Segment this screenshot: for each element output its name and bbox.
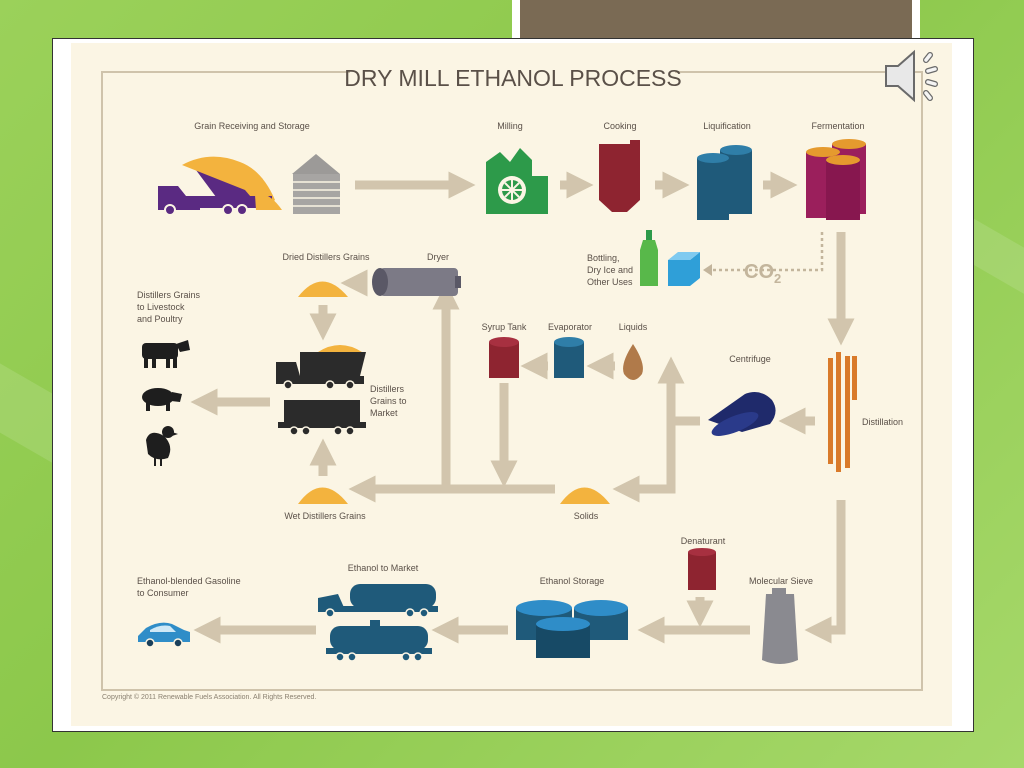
slide-header-tab — [512, 0, 920, 44]
label-syrup-tank: Syrup Tank — [482, 322, 527, 332]
label-ethanol-storage: Ethanol Storage — [540, 576, 605, 586]
co2-arrowhead — [703, 264, 712, 276]
liquification-tanks-icon — [697, 145, 752, 220]
slide-header-bar — [520, 0, 912, 38]
pig-icon — [142, 388, 182, 411]
grain-silo-icon — [292, 154, 340, 214]
label-livestock-3: and Poultry — [137, 314, 183, 324]
label-livestock-2: to Livestock — [137, 302, 185, 312]
label-liquids: Liquids — [619, 322, 648, 332]
dry-ice-icon — [668, 252, 700, 286]
label-dryer: Dryer — [427, 252, 449, 262]
label-consumer-1: Ethanol-blended Gasoline — [137, 576, 241, 586]
label-molecular-sieve: Molecular Sieve — [749, 576, 813, 586]
label-consumer-2: to Consumer — [137, 588, 189, 598]
cooker-icon — [599, 140, 640, 212]
label-market-1: Distillers — [370, 384, 405, 394]
process-poster: DRY MILL ETHANOL PROCESS — [71, 43, 952, 726]
label-co2: CO2 — [744, 261, 781, 286]
label-wet-grains: Wet Distillers Grains — [284, 511, 366, 521]
tanker-truck-icon — [318, 584, 438, 618]
label-milling: Milling — [497, 121, 523, 131]
label-dried-grains: Dried Distillers Grains — [282, 252, 370, 262]
dryer-drum-icon — [372, 268, 461, 296]
car-icon — [138, 622, 190, 648]
arrow-centrifuge-split — [657, 356, 700, 426]
liquid-drop-icon — [623, 344, 643, 380]
chicken-icon — [146, 426, 178, 466]
rail-car-icon — [278, 400, 366, 436]
co2-dotted-arrow — [712, 232, 824, 272]
label-fermentation: Fermentation — [811, 121, 864, 131]
label-grain-receiving: Grain Receiving and Storage — [194, 121, 310, 131]
poster-frame — [101, 71, 923, 691]
fermentation-tanks-icon — [806, 139, 866, 220]
diagram-title: DRY MILL ETHANOL PROCESS — [344, 65, 681, 91]
bottle-icon — [640, 230, 658, 286]
syrup-tank-icon — [489, 337, 519, 378]
label-bottling-1: Bottling, — [587, 253, 620, 263]
flow-arrows — [190, 171, 855, 644]
label-livestock-1: Distillers Grains — [137, 290, 201, 300]
arrow-distillation-sieve — [804, 500, 846, 644]
label-market-2: Grains to — [370, 396, 407, 406]
evaporator-icon — [554, 337, 584, 378]
molecular-sieve-icon — [762, 588, 798, 664]
dried-grain-pile-icon — [298, 281, 348, 297]
mill-icon — [486, 148, 548, 214]
distillation-columns-icon — [828, 352, 857, 472]
wet-grain-pile-icon — [298, 487, 348, 504]
arrow-centrifuge-solids — [612, 421, 676, 503]
grain-truck-icon — [276, 345, 366, 390]
label-market-3: Market — [370, 408, 398, 418]
cow-icon — [142, 340, 190, 368]
copyright-notice: Copyright © 2011 Renewable Fuels Associa… — [102, 693, 316, 701]
label-bottling-2: Dry Ice and — [587, 265, 633, 275]
label-denaturant: Denaturant — [681, 536, 726, 546]
centrifuge-icon — [708, 392, 776, 436]
solids-pile-icon — [560, 487, 610, 504]
ethanol-storage-tanks-icon — [516, 600, 628, 658]
speaker-icon[interactable] — [880, 42, 950, 110]
label-distillation: Distillation — [862, 417, 903, 427]
dump-truck-icon — [158, 156, 282, 216]
denaturant-tank-icon — [688, 548, 716, 590]
label-bottling-3: Other Uses — [587, 277, 633, 287]
label-centrifuge: Centrifuge — [729, 354, 771, 364]
label-ethanol-to-market: Ethanol to Market — [348, 563, 419, 573]
label-evaporator: Evaporator — [548, 322, 592, 332]
label-solids: Solids — [574, 511, 599, 521]
label-liquification: Liquification — [703, 121, 751, 131]
label-cooking: Cooking — [603, 121, 636, 131]
tanker-railcar-icon — [326, 620, 432, 662]
